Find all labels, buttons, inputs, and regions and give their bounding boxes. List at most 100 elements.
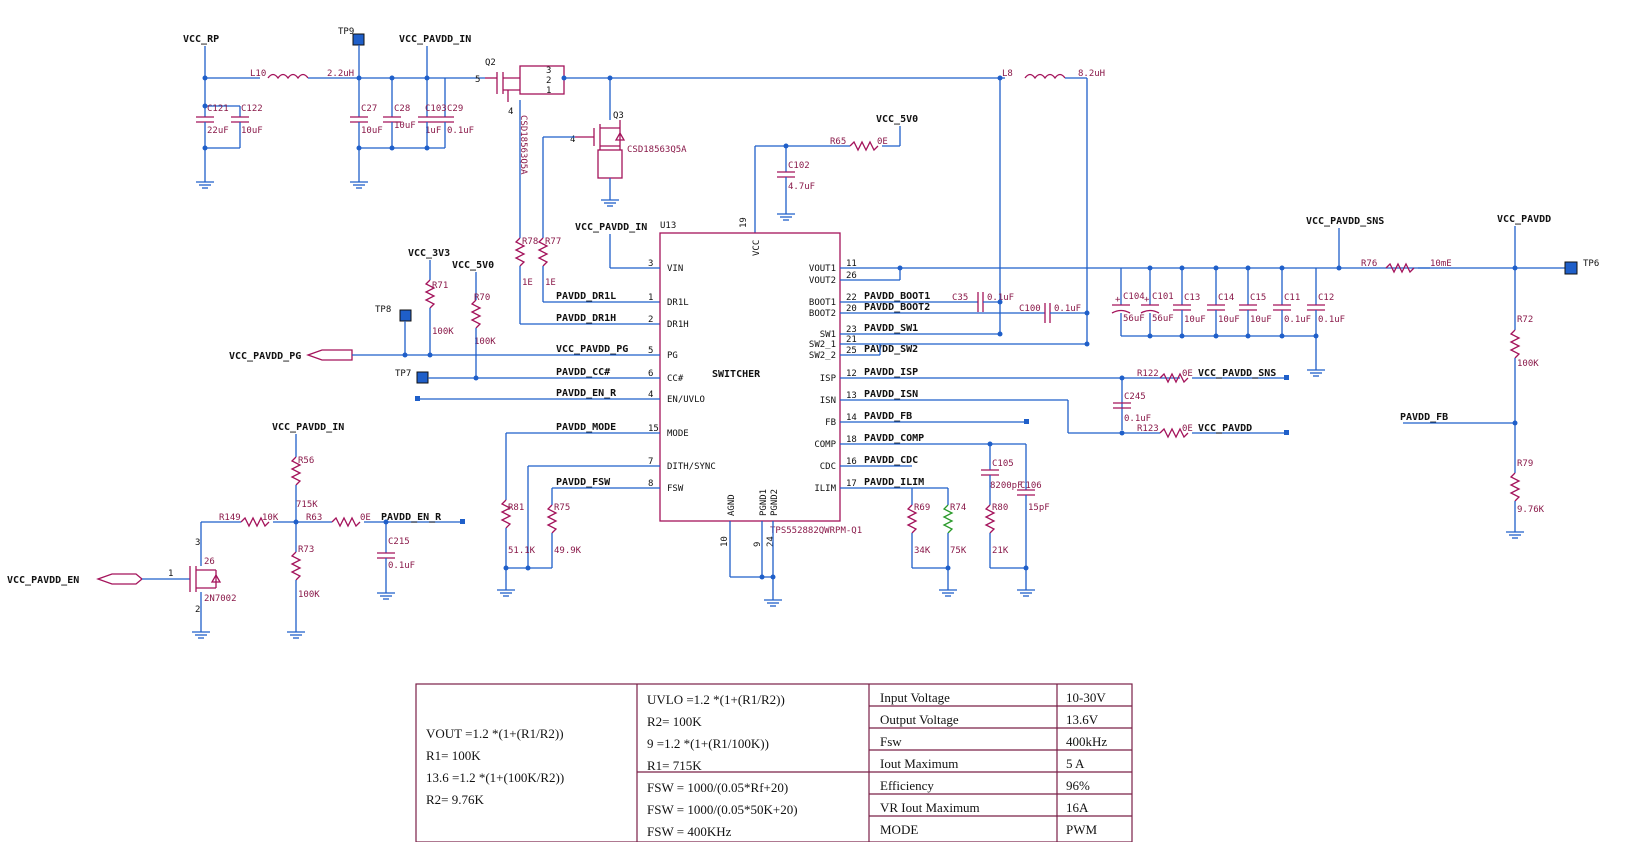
- label-r78: R78: [522, 237, 538, 247]
- pin-pgnd1-name: PGND1: [759, 489, 769, 516]
- table-col2-line: FSW = 400KHz: [647, 824, 732, 839]
- table-col2-line: FSW = 1000/(0.05*Rf+20): [647, 780, 788, 795]
- spec-param: Fsw: [880, 734, 902, 749]
- pin-name: DR1L: [667, 298, 689, 308]
- resistor-r123: [1159, 427, 1189, 439]
- label-c101: C101: [1152, 292, 1174, 302]
- svg-text:+: +: [1115, 295, 1121, 305]
- resistor-r122: [1159, 372, 1189, 384]
- pin-number: 22: [846, 293, 857, 303]
- inductor-l10: [267, 73, 309, 80]
- pin-name: DITH/SYNC: [667, 462, 716, 472]
- spec-param: MODE: [880, 822, 918, 837]
- net-label-pavdd-en-r: PAVDD_EN_R: [381, 512, 442, 523]
- value-c102: 4.7uF: [788, 182, 815, 192]
- label-r79: R79: [1517, 459, 1533, 469]
- inductor-l8-group: L8 8.2uH: [997, 69, 1105, 347]
- ground-icon: [496, 589, 516, 597]
- value-c27: 10uF: [361, 126, 383, 136]
- value-c12: 0.1uF: [1318, 315, 1345, 325]
- label-r63: R63: [306, 513, 322, 523]
- net-label: PAVDD_ISN: [864, 389, 918, 400]
- value-r69: 34K: [914, 546, 931, 556]
- label-r72: R72: [1517, 315, 1533, 325]
- label-u13: U13: [660, 221, 676, 231]
- label-c105: C105: [992, 459, 1014, 469]
- net-label-vcc-pavdd-in-top: VCC_PAVDD_IN: [399, 34, 471, 45]
- value-r72: 100K: [1517, 359, 1539, 369]
- value-c215: 0.1uF: [388, 561, 415, 571]
- ground-icon: [286, 631, 306, 639]
- label-c106: C106: [1020, 481, 1042, 491]
- part-q26: 2N7002: [204, 594, 237, 604]
- net-label-vcc-pavdd-in-u13: VCC_PAVDD_IN: [575, 222, 647, 233]
- net-label: PAVDD_BOOT1: [864, 291, 930, 302]
- vin-connection: VCC_PAVDD_IN: [575, 222, 660, 269]
- label-l8: L8: [1002, 69, 1013, 79]
- ic-u13-title: SWITCHER: [712, 369, 761, 380]
- label-r77: R77: [545, 237, 561, 247]
- pin-q2-s2: 2: [546, 76, 551, 86]
- label-tp9: TP9: [338, 27, 354, 37]
- spec-value: 400kHz: [1066, 734, 1107, 749]
- testpoint-tp6[interactable]: [1564, 261, 1578, 275]
- pin-pgnd2-num: 24: [766, 536, 776, 547]
- spec-value: 96%: [1066, 778, 1090, 793]
- net-label-vcc-pavdd-isn: VCC_PAVDD: [1198, 423, 1252, 434]
- resistor-r56: [290, 456, 302, 486]
- offpage-en-r-2: [460, 519, 465, 524]
- resistor-r63: [331, 516, 361, 528]
- value-c103: 1uF: [425, 126, 441, 136]
- pin-number: 15: [648, 424, 659, 434]
- net-label: PAVDD_FSW: [556, 477, 611, 488]
- testpoint-tp7[interactable]: [416, 371, 429, 384]
- pin-q2-d: 4: [508, 107, 513, 117]
- label-tp6: TP6: [1583, 259, 1599, 269]
- pin-q3-g: 4: [570, 135, 575, 145]
- label-c27: C27: [361, 104, 377, 114]
- resistor-r76: [1385, 262, 1415, 274]
- label-c29: C29: [447, 104, 463, 114]
- ground-icon: [1306, 369, 1326, 377]
- pin-number: 26: [846, 271, 857, 281]
- value-c106: 15pF: [1028, 503, 1050, 513]
- pin-name: DR1H: [667, 320, 689, 330]
- offpage-fb: [1024, 419, 1029, 424]
- label-c14: C14: [1218, 293, 1234, 303]
- value-c100: 0.1uF: [1054, 304, 1081, 314]
- resistor-r149: [240, 516, 270, 528]
- resistor-r71: [424, 279, 436, 309]
- pin-name: CDC: [820, 462, 836, 472]
- net-label-vcc-pavdd: VCC_PAVDD: [1497, 214, 1551, 225]
- label-q26: 26: [204, 557, 215, 567]
- label-l10: L10: [250, 69, 266, 79]
- part-q3: CSD18563Q5A: [627, 145, 687, 155]
- sense-comp-section: R122 0E VCC_PAVDD_SNS C245 0.1uF R123 0E…: [840, 368, 1289, 597]
- ground-icon: [763, 599, 783, 607]
- output-section: C35 0.1uF C100 0.1uF ++ C104 56uF C101 5…: [840, 214, 1599, 539]
- pin-number: 16: [846, 457, 857, 467]
- pin-name: FSW: [667, 484, 684, 494]
- value-r74: 75K: [950, 546, 967, 556]
- svg-text:+: +: [1144, 295, 1150, 305]
- pin-number: 23: [846, 325, 857, 335]
- pin-number: 17: [846, 479, 857, 489]
- testpoint-tp9[interactable]: [352, 33, 365, 46]
- testpoint-tp8[interactable]: [399, 309, 412, 322]
- table-col2-line: R1= 715K: [647, 758, 702, 773]
- ic-u13-right-pins: 11VOUT126VOUT222BOOT1PAVDD_BOOT120BOOT2P…: [809, 259, 930, 494]
- label-c122: C122: [241, 104, 263, 114]
- part-q2: CSD18563Q5A: [518, 115, 528, 175]
- pin-number: 7: [648, 457, 653, 467]
- pin-name: ISP: [820, 374, 837, 384]
- label-r73: R73: [298, 545, 314, 555]
- pin-number: 8: [648, 479, 653, 489]
- pin-name: VIN: [667, 264, 683, 274]
- resistor-r65: [849, 140, 879, 152]
- label-c15: C15: [1250, 293, 1266, 303]
- net-label: PAVDD_SW2: [864, 344, 918, 355]
- label-c28: C28: [394, 104, 410, 114]
- value-r70: 100K: [474, 337, 496, 347]
